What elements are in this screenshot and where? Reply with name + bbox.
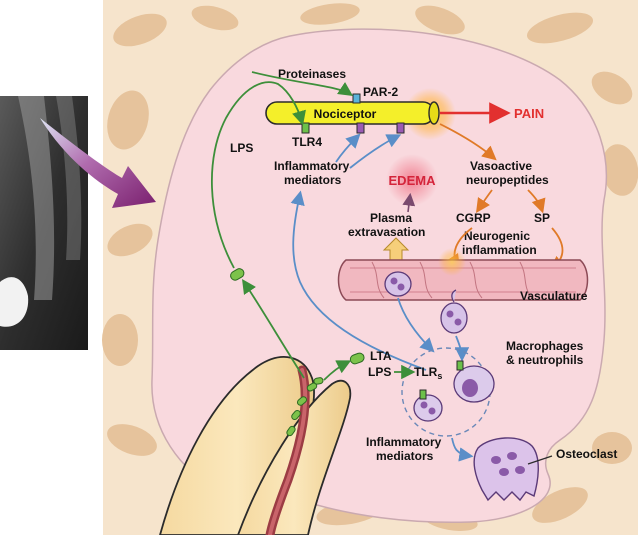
inflammatory-mediators-top-line1: Inflammatory [274,159,350,173]
proteinases-label: Proteinases [278,67,346,81]
osteoclast-cell [473,437,539,502]
inflammatory-mediators-top-line2: mediators [284,173,342,187]
macrophages [413,360,495,422]
xray-image [0,96,88,350]
inflammatory-mediators-bottom-line2: mediators [376,449,434,463]
par2-receptor [352,93,361,104]
bacteria-migration-arrow [242,279,305,379]
cell-migration-arrow-2 [454,335,470,362]
osteoclast-pointer [527,455,553,465]
plasma-line1: Plasma [370,211,412,225]
to-sp-arrow [527,189,546,214]
pain-label: PAIN [514,106,544,121]
mediators-to-receptor2-arrow [349,134,402,169]
tlrs-label: TLRs [414,365,442,381]
mediator-receptor-2 [396,122,405,134]
nociceptor-fiber [265,101,440,125]
nociceptor-label: Nociceptor [314,107,377,121]
par2-label: PAR-2 [363,85,398,99]
lps-bottom-label: LPS [368,365,391,379]
neurogenic-line1: Neurogenic [464,229,530,243]
to-cgrp-arrow [476,189,493,213]
tlr4-label: TLR4 [292,135,322,149]
inflammatory-mediators-bottom-line1: Inflammatory [366,435,442,449]
nociceptor-to-neuropeptides-arrow [439,123,497,161]
cell-migration-arrow-1 [397,297,435,353]
mediator-receptor-1 [356,122,365,134]
sp-label: SP [534,211,550,225]
vasculature-label: Vasculature [520,289,588,303]
zoom-arrow [40,118,156,208]
edema-label: EDEMA [389,173,437,188]
osteoclast-label: Osteoclast [556,447,617,461]
lps-tlr4-arrow [210,81,306,269]
bacteria-to-lta-arrow [323,360,352,381]
macrophages-line2: & neutrophils [506,353,584,367]
lta-label: LTA [370,349,392,363]
tooth-roots [158,356,352,540]
mediators-to-receptor1-arrow [335,133,361,163]
free-bacterium [230,268,245,281]
edema-glow [386,154,438,206]
macrophages-line1: Macrophages [506,339,584,353]
plasma-line2: extravasation [348,225,425,239]
vasoactive-line1: Vasoactive [470,159,532,173]
vessel-leukocytes [384,271,468,334]
mediators-up-arrow [290,190,427,371]
cgrp-label: CGRP [456,211,491,225]
plasma-to-edema-arrow [402,192,416,213]
neurogenic-line2: inflammation [462,243,537,257]
tlr4-receptor [301,122,310,134]
proteinases-arrow [251,71,353,96]
root-canal-bacteria [286,377,324,437]
mediators-to-osteoclast-arrow [451,437,474,462]
vasoactive-line2: neuropeptides [466,173,549,187]
lps-top-label: LPS [230,141,253,155]
